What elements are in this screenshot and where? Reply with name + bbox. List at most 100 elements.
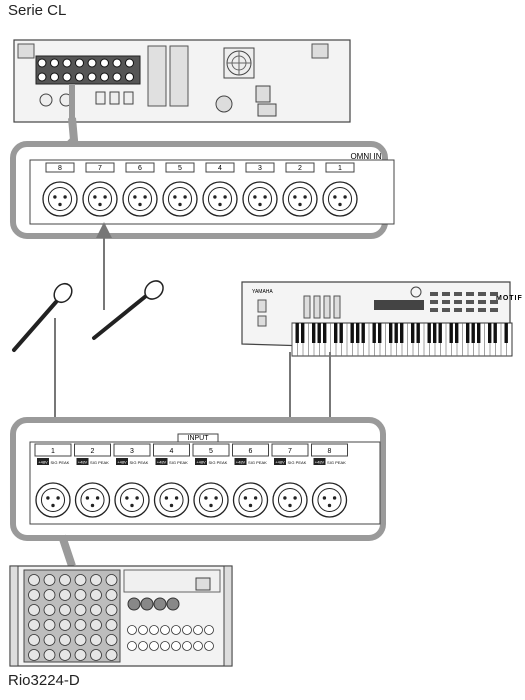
rio-phantom-label: +48V [38, 460, 48, 465]
keyboard-button [442, 292, 450, 296]
keyboard-fader [334, 296, 340, 318]
keyboard-fader [314, 296, 320, 318]
keyboard-fader [304, 296, 310, 318]
keyboard-black-key [362, 323, 365, 343]
rio-xlr-input [44, 635, 55, 646]
rio-input-label: INPUT [188, 435, 210, 442]
rio-channel-number: 4 [170, 448, 174, 455]
rio-xlr-input [75, 635, 86, 646]
omni-channel-number: 6 [138, 165, 142, 172]
rio-xlr-input [44, 575, 55, 586]
mod-wheel [258, 316, 266, 326]
omni-in-xlr-jack [83, 182, 117, 216]
rio-peak-label: PEAK [98, 460, 109, 465]
cl-omni-in-jack [88, 73, 96, 81]
rio-xlr-input [60, 650, 71, 661]
rio-xlr-input [91, 605, 102, 616]
rio-xlr-output [128, 626, 137, 635]
rio-xlr-input [60, 605, 71, 616]
rio-input-xlr-jack [313, 483, 347, 517]
keyboard-display [374, 300, 424, 310]
rio-network-connector [141, 598, 153, 610]
keyboard-button [478, 300, 486, 304]
keyboard-button [430, 308, 438, 312]
keyboard-black-key [433, 323, 436, 343]
rio-xlr-input [29, 635, 40, 646]
cl-omni-out-jack [88, 59, 96, 67]
rio-input-xlr-jack [36, 483, 70, 517]
rio-xlr-output [150, 626, 159, 635]
rio-xlr-input [106, 635, 117, 646]
rio-xlr-input [75, 575, 86, 586]
rio-xlr-output [183, 626, 192, 635]
rio-sig-label: SIG [327, 460, 334, 465]
rio-xlr-output [128, 642, 137, 651]
rio-xlr-output [161, 642, 170, 651]
keyboard-button [478, 292, 486, 296]
microphone-1 [14, 280, 75, 350]
rio-xlr-input [106, 620, 117, 631]
omni-channel-number: 8 [58, 165, 62, 172]
keyboard-button [454, 300, 462, 304]
omni-channel-number: 7 [98, 165, 102, 172]
rio-network-connector [167, 598, 179, 610]
cl-aux-connector [40, 94, 52, 106]
rio-xlr-input [60, 635, 71, 646]
keyboard-black-key [373, 323, 376, 343]
rio-input-xlr-jack [234, 483, 268, 517]
cl-power-switch [256, 86, 270, 102]
omni-in-xlr-jack [323, 182, 357, 216]
rio-xlr-input [91, 590, 102, 601]
rio-xlr-input [91, 635, 102, 646]
rio-channel-number: 3 [130, 448, 134, 455]
keyboard-black-key [400, 323, 403, 343]
rio-input-xlr-jack [273, 483, 307, 517]
rio-phantom-label: +48V [157, 460, 167, 465]
rio-phantom-label: +48V [117, 460, 127, 465]
rio-sig-label: SIG [209, 460, 216, 465]
rio-sig-label: SIG [248, 460, 255, 465]
omni-channel-number: 1 [338, 165, 342, 172]
keyboard-black-key [494, 323, 497, 343]
keyboard-fader [324, 296, 330, 318]
rio-sig-label: SIG [130, 460, 137, 465]
rio-network-connector [128, 598, 140, 610]
omni-in-xlr-jack [43, 182, 77, 216]
keyboard-black-key [318, 323, 321, 343]
rio-peak-label: PEAK [138, 460, 149, 465]
keyboard-black-key [488, 323, 491, 343]
keyboard-button [466, 292, 474, 296]
cl-console-rear-panel [14, 40, 350, 122]
rio-network-connector [154, 598, 166, 610]
rio-xlr-output [205, 626, 214, 635]
cl-slot-2 [170, 46, 188, 106]
rio-input-xlr-jack [76, 483, 110, 517]
cl-omni-out-jack [76, 59, 84, 67]
rio-channel-number: 6 [249, 448, 253, 455]
rio-peak-label: PEAK [59, 460, 70, 465]
rio-power-switch [196, 578, 210, 590]
rio-peak-label: PEAK [296, 460, 307, 465]
keyboard-black-key [334, 323, 337, 343]
rio-xlr-input [44, 605, 55, 616]
rio-input-panel: INPUT 1+48VSIGPEAK2+48VSIGPEAK3+48VSIGPE… [13, 420, 383, 538]
keyboard-button [466, 300, 474, 304]
omni-in-xlr-jack [283, 182, 317, 216]
rio-xlr-input [60, 575, 71, 586]
rio-xlr-input [75, 590, 86, 601]
keyboard-button [442, 300, 450, 304]
rio-xlr-input [44, 620, 55, 631]
rio-channel-number: 8 [328, 448, 332, 455]
keyboard-model: MOTIF [496, 295, 523, 302]
cl-omni-in-jack [51, 73, 59, 81]
keyboard-button [430, 300, 438, 304]
cl-omni-out-jack [38, 59, 46, 67]
rio-sig-label: SIG [51, 460, 58, 465]
rio-sig-label: SIG [288, 460, 295, 465]
rio-xlr-output [139, 626, 148, 635]
keyboard-black-key [340, 323, 343, 343]
cl-omni-in-jack [126, 73, 134, 81]
keyboard-black-key [351, 323, 354, 343]
omni-in-xlr-jack [123, 182, 157, 216]
rio-peak-label: PEAK [335, 460, 346, 465]
